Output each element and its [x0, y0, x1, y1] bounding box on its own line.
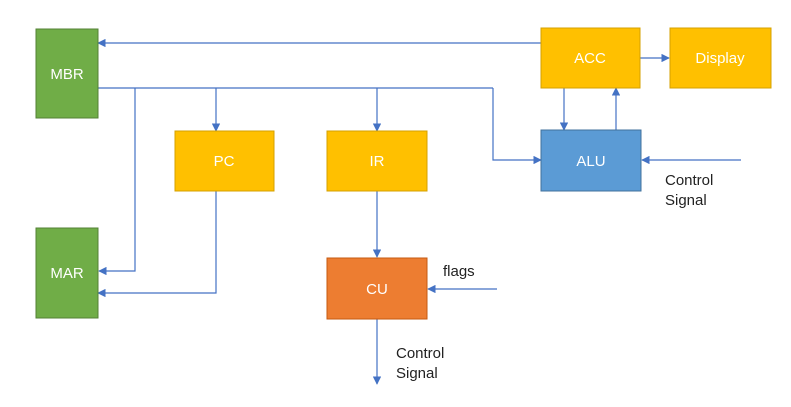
mbr-block: MBR — [35, 28, 99, 119]
acc-block: ACC — [540, 27, 641, 89]
cu-block: CU — [326, 257, 428, 320]
mar-block: MAR — [35, 227, 99, 319]
cu-control-label-line2: Signal — [396, 365, 438, 382]
cu-label: CU — [366, 281, 388, 298]
mbr-label: MBR — [50, 66, 84, 83]
mar-label: MAR — [50, 265, 84, 282]
display-block: Display — [669, 27, 772, 89]
mbr-to-alu-arrow — [492, 88, 542, 165]
cu-control-label-line1: Control — [396, 345, 444, 362]
flags-label: flags — [443, 263, 475, 280]
pc-to-mar-arrow — [97, 191, 217, 298]
mbr-to-mar-arrow — [98, 88, 136, 276]
ir-label: IR — [370, 153, 385, 170]
acc-label: ACC — [574, 50, 606, 67]
pc-block: PC — [174, 130, 275, 192]
alu-control-label-line1: Control — [665, 172, 713, 189]
alu-control-label-line2: Signal — [665, 192, 707, 209]
ir-block: IR — [326, 130, 428, 192]
alu-label: ALU — [576, 153, 605, 170]
pc-label: PC — [214, 153, 235, 170]
alu-block: ALU — [540, 129, 642, 192]
display-label: Display — [695, 50, 745, 67]
